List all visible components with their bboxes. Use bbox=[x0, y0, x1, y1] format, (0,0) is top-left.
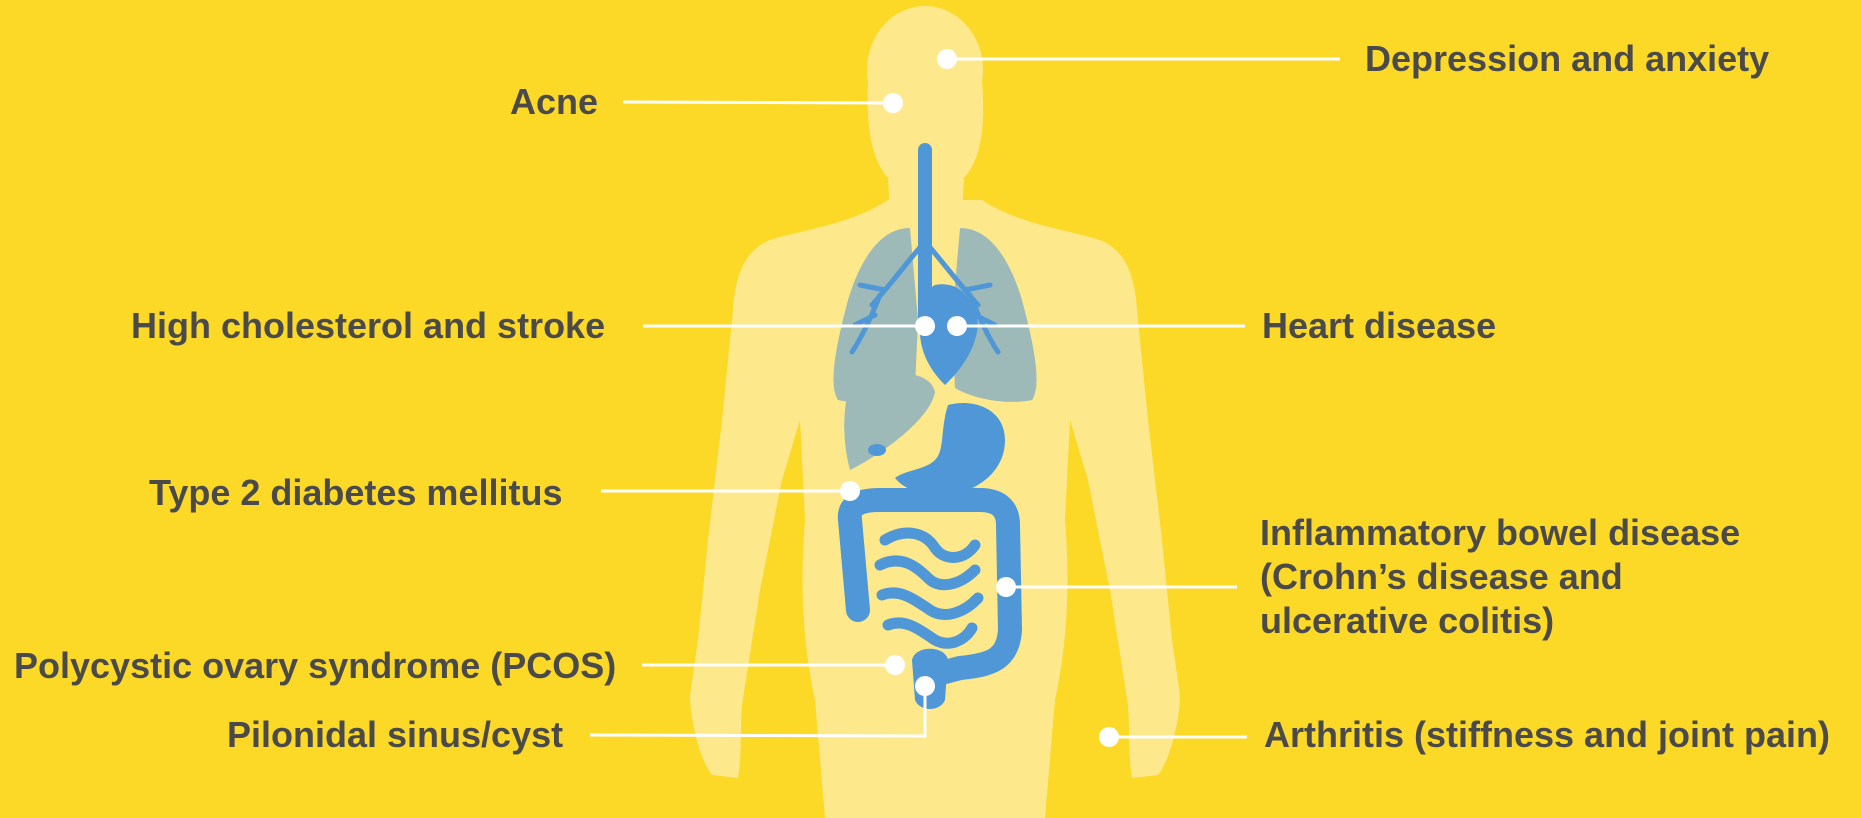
label-heart-disease: Heart disease bbox=[1262, 304, 1496, 348]
label-inflammatory-bowel-disease: Inflammatory bowel disease (Crohn’s dise… bbox=[1260, 511, 1740, 643]
label-arthritis: Arthritis (stiffness and joint pain) bbox=[1264, 713, 1830, 757]
gallbladder bbox=[868, 444, 886, 456]
label-type-2-diabetes: Type 2 diabetes mellitus bbox=[149, 471, 562, 515]
ibd-line-1: Inflammatory bowel disease bbox=[1260, 511, 1740, 555]
label-depression-and-anxiety: Depression and anxiety bbox=[1365, 37, 1769, 81]
label-high-cholesterol-and-stroke: High cholesterol and stroke bbox=[131, 304, 605, 348]
label-acne: Acne bbox=[510, 80, 598, 124]
ibd-line-3: ulcerative colitis) bbox=[1260, 599, 1740, 643]
ibd-line-2: (Crohn’s disease and bbox=[1260, 555, 1740, 599]
label-pcos: Polycystic ovary syndrome (PCOS) bbox=[14, 644, 616, 688]
label-pilonidal-sinus-cyst: Pilonidal sinus/cyst bbox=[227, 713, 563, 757]
